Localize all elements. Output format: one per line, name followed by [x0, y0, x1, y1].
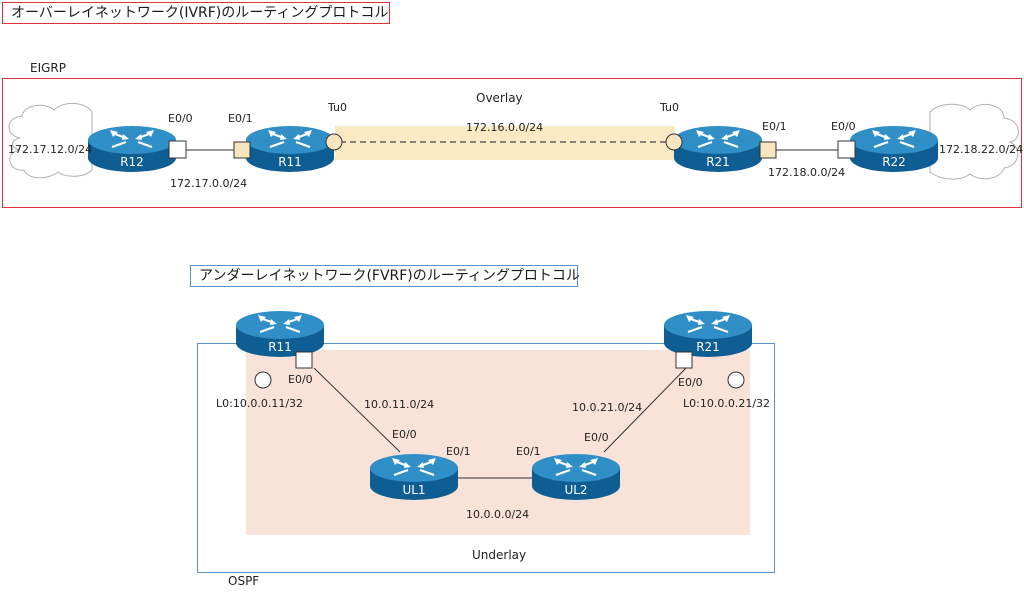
underlay-frame	[197, 343, 775, 573]
router-r21-underlay-label: R21	[696, 340, 720, 354]
if-ul1-e00: E0/0	[392, 428, 417, 441]
port-r12-e00	[168, 140, 187, 159]
tunnel-r21-tu0-icon	[665, 133, 683, 151]
net-tunnel-subnet: 172.16.0.0/24	[466, 121, 544, 134]
link-r21-ul2	[603, 365, 689, 453]
if-r11-e01: E0/1	[228, 112, 253, 125]
if-r11-underlay-e00: E0/0	[288, 373, 313, 386]
port-r11-e01	[233, 141, 251, 159]
router-r21-label: R21	[706, 155, 730, 169]
link-r11-ul1	[313, 367, 401, 453]
underlay-title: アンダーレイネットワーク(FVRF)のルーティングプロトコル	[199, 268, 580, 284]
if-r21-underlay-e00: E0/0	[678, 376, 703, 389]
if-r11-tu0: Tu0	[328, 101, 348, 114]
router-r12-label: R12	[120, 155, 144, 169]
if-ul2-e01: E0/1	[516, 445, 541, 458]
port-r21-e01	[759, 141, 777, 159]
loopback-r21-icon	[727, 371, 745, 389]
router-ul2-label: UL2	[564, 483, 587, 497]
port-r22-e00	[837, 140, 856, 159]
router-r11-underlay-label: R11	[268, 340, 292, 354]
cloud-right-subnet: 172.18.22.0/24	[939, 143, 1024, 156]
net-r21-ul2: 10.0.21.0/24	[572, 401, 643, 414]
if-ul1-e01: E0/1	[446, 445, 471, 458]
net-r11-ul1: 10.0.11.0/24	[364, 398, 435, 411]
router-r11-label: R11	[278, 155, 302, 169]
loopback-r21-label: L0:10.0.0.21/32	[683, 397, 771, 410]
if-r22-e00: E0/0	[831, 120, 856, 133]
overlay-frame	[2, 78, 1022, 208]
underlay-title-box: アンダーレイネットワーク(FVRF)のルーティングプロトコル	[190, 265, 580, 287]
cloud-left-subnet: 172.17.12.0/24	[8, 143, 93, 156]
overlay-protocol-label: EIGRP	[30, 61, 66, 75]
underlay-shaded-area	[246, 350, 750, 535]
underlay-network-label: Underlay	[472, 548, 527, 562]
underlay-protocol-label: OSPF	[228, 574, 260, 588]
loopback-r11-icon	[254, 371, 272, 389]
net-right-subnet: 172.18.0.0/24	[768, 166, 846, 179]
tunnel-band	[335, 126, 675, 160]
overlay-title-box: オーバーレイネットワーク(IVRF)のルーティングプロトコル	[2, 2, 390, 24]
loopback-r11-label: L0:10.0.0.11/32	[216, 397, 304, 410]
router-ul1-label: UL1	[402, 483, 425, 497]
router-r22-label: R22	[882, 155, 906, 169]
port-r11-underlay-e00	[295, 351, 313, 369]
net-ul1-ul2: 10.0.0.0/24	[466, 508, 530, 521]
overlay-title: オーバーレイネットワーク(IVRF)のルーティングプロトコル	[11, 5, 389, 21]
tunnel-r11-tu0-icon	[325, 133, 343, 151]
port-r21-underlay-e00	[675, 351, 693, 369]
if-r21-e01: E0/1	[762, 120, 787, 133]
if-r12-e00: E0/0	[168, 112, 193, 125]
if-r21-tu0: Tu0	[660, 101, 680, 114]
net-left-subnet: 172.17.0.0/24	[170, 177, 248, 190]
if-ul2-e00: E0/0	[584, 431, 609, 444]
overlay-network-label: Overlay	[476, 91, 523, 105]
right-cloud	[929, 103, 1019, 180]
left-cloud	[8, 103, 93, 179]
